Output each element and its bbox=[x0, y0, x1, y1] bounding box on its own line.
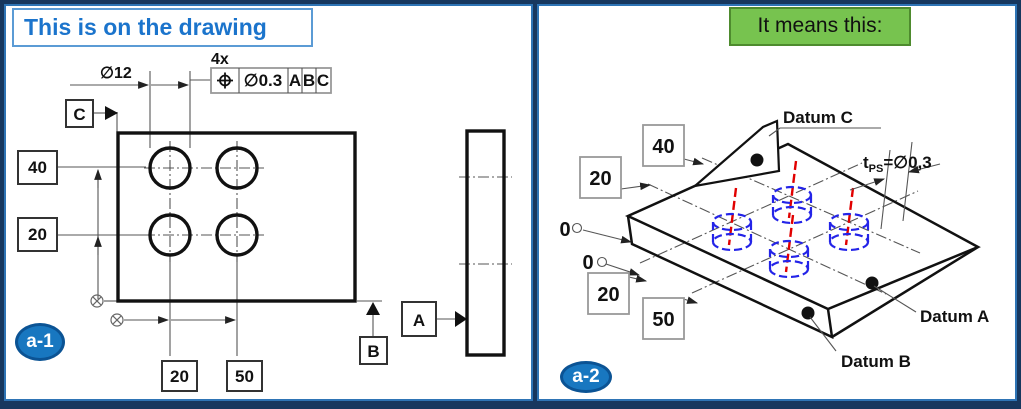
iso-dim-y20: 20 bbox=[589, 168, 611, 190]
panel-interpretation: It means this: bbox=[537, 4, 1017, 401]
datum-b-point bbox=[801, 306, 815, 320]
iso-dim-x0: 0 bbox=[582, 252, 593, 274]
part-side-view bbox=[465, 129, 506, 357]
left-panel-title: This is on the drawing bbox=[12, 8, 313, 47]
part-front-view bbox=[116, 131, 357, 303]
ordinate-x-20: 20 bbox=[170, 367, 189, 386]
figure-badge-a2: a-2 bbox=[560, 361, 612, 393]
datum-c-triangle bbox=[105, 106, 118, 120]
datum-c-label: C bbox=[73, 105, 85, 124]
grid-centerlines bbox=[639, 157, 921, 295]
count-label: 4x bbox=[211, 51, 229, 68]
ordinate-y-20: 20 bbox=[28, 225, 47, 244]
iso-dim-y0: 0 bbox=[559, 219, 570, 241]
iso-dim-x50: 50 bbox=[652, 309, 674, 331]
tolerance-cylinder bbox=[828, 187, 870, 252]
datum-label-leaders bbox=[768, 127, 917, 352]
tolerance-cylinder bbox=[771, 160, 813, 225]
origin-symbols bbox=[90, 294, 124, 327]
drawing-3d: 40 20 20 50 0 0 tPS=∅0,3 Datum C Datum A… bbox=[559, 108, 989, 371]
datum-b-triangle bbox=[366, 302, 380, 315]
fcf-datum-b: B bbox=[303, 71, 315, 90]
datum-c-label-3d: Datum C bbox=[783, 108, 853, 127]
datum-b-label-3d: Datum B bbox=[841, 352, 911, 371]
drawing-2d: ∅0.3 A B C ∅12 4x 40 20 20 50 C B A bbox=[17, 51, 512, 392]
ordinate-x-50: 50 bbox=[235, 367, 254, 386]
panel-drawing: This is on the drawing bbox=[4, 4, 533, 401]
figure-badge-a1: a-1 bbox=[15, 323, 65, 361]
fcf-datum-c: C bbox=[317, 71, 329, 90]
fcf-tolerance: ∅0.3 bbox=[244, 71, 282, 90]
feature-control-frame: ∅0.3 A B C bbox=[210, 67, 332, 94]
dimension-boxes bbox=[17, 99, 437, 392]
dimension-lines bbox=[57, 71, 456, 356]
position-icon bbox=[217, 72, 233, 89]
datum-c-plane bbox=[691, 119, 781, 188]
datum-c-point bbox=[750, 153, 764, 167]
datum-b-label: B bbox=[367, 342, 379, 361]
hole-diameter-label: ∅12 bbox=[100, 65, 132, 82]
tolerance-cylinder bbox=[711, 187, 753, 252]
fcf-datum-a: A bbox=[289, 71, 301, 90]
tolerance-note: tPS=∅0,3 bbox=[863, 153, 932, 175]
ordinate-y-40: 40 bbox=[28, 158, 47, 177]
right-panel-title: It means this: bbox=[729, 7, 911, 46]
datum-a-triangle bbox=[455, 311, 467, 327]
centerlines bbox=[144, 141, 512, 265]
dimension-boxes bbox=[579, 124, 685, 340]
iso-dim-x20: 20 bbox=[597, 284, 619, 306]
tolerance-zone-cylinders bbox=[711, 160, 870, 279]
datum-a-label: A bbox=[413, 311, 425, 330]
tolerance-cylinder bbox=[768, 214, 810, 279]
iso-dim-y40: 40 bbox=[652, 136, 674, 158]
datum-a-label-3d: Datum A bbox=[920, 307, 989, 326]
tolerance-width-callout bbox=[849, 141, 941, 230]
